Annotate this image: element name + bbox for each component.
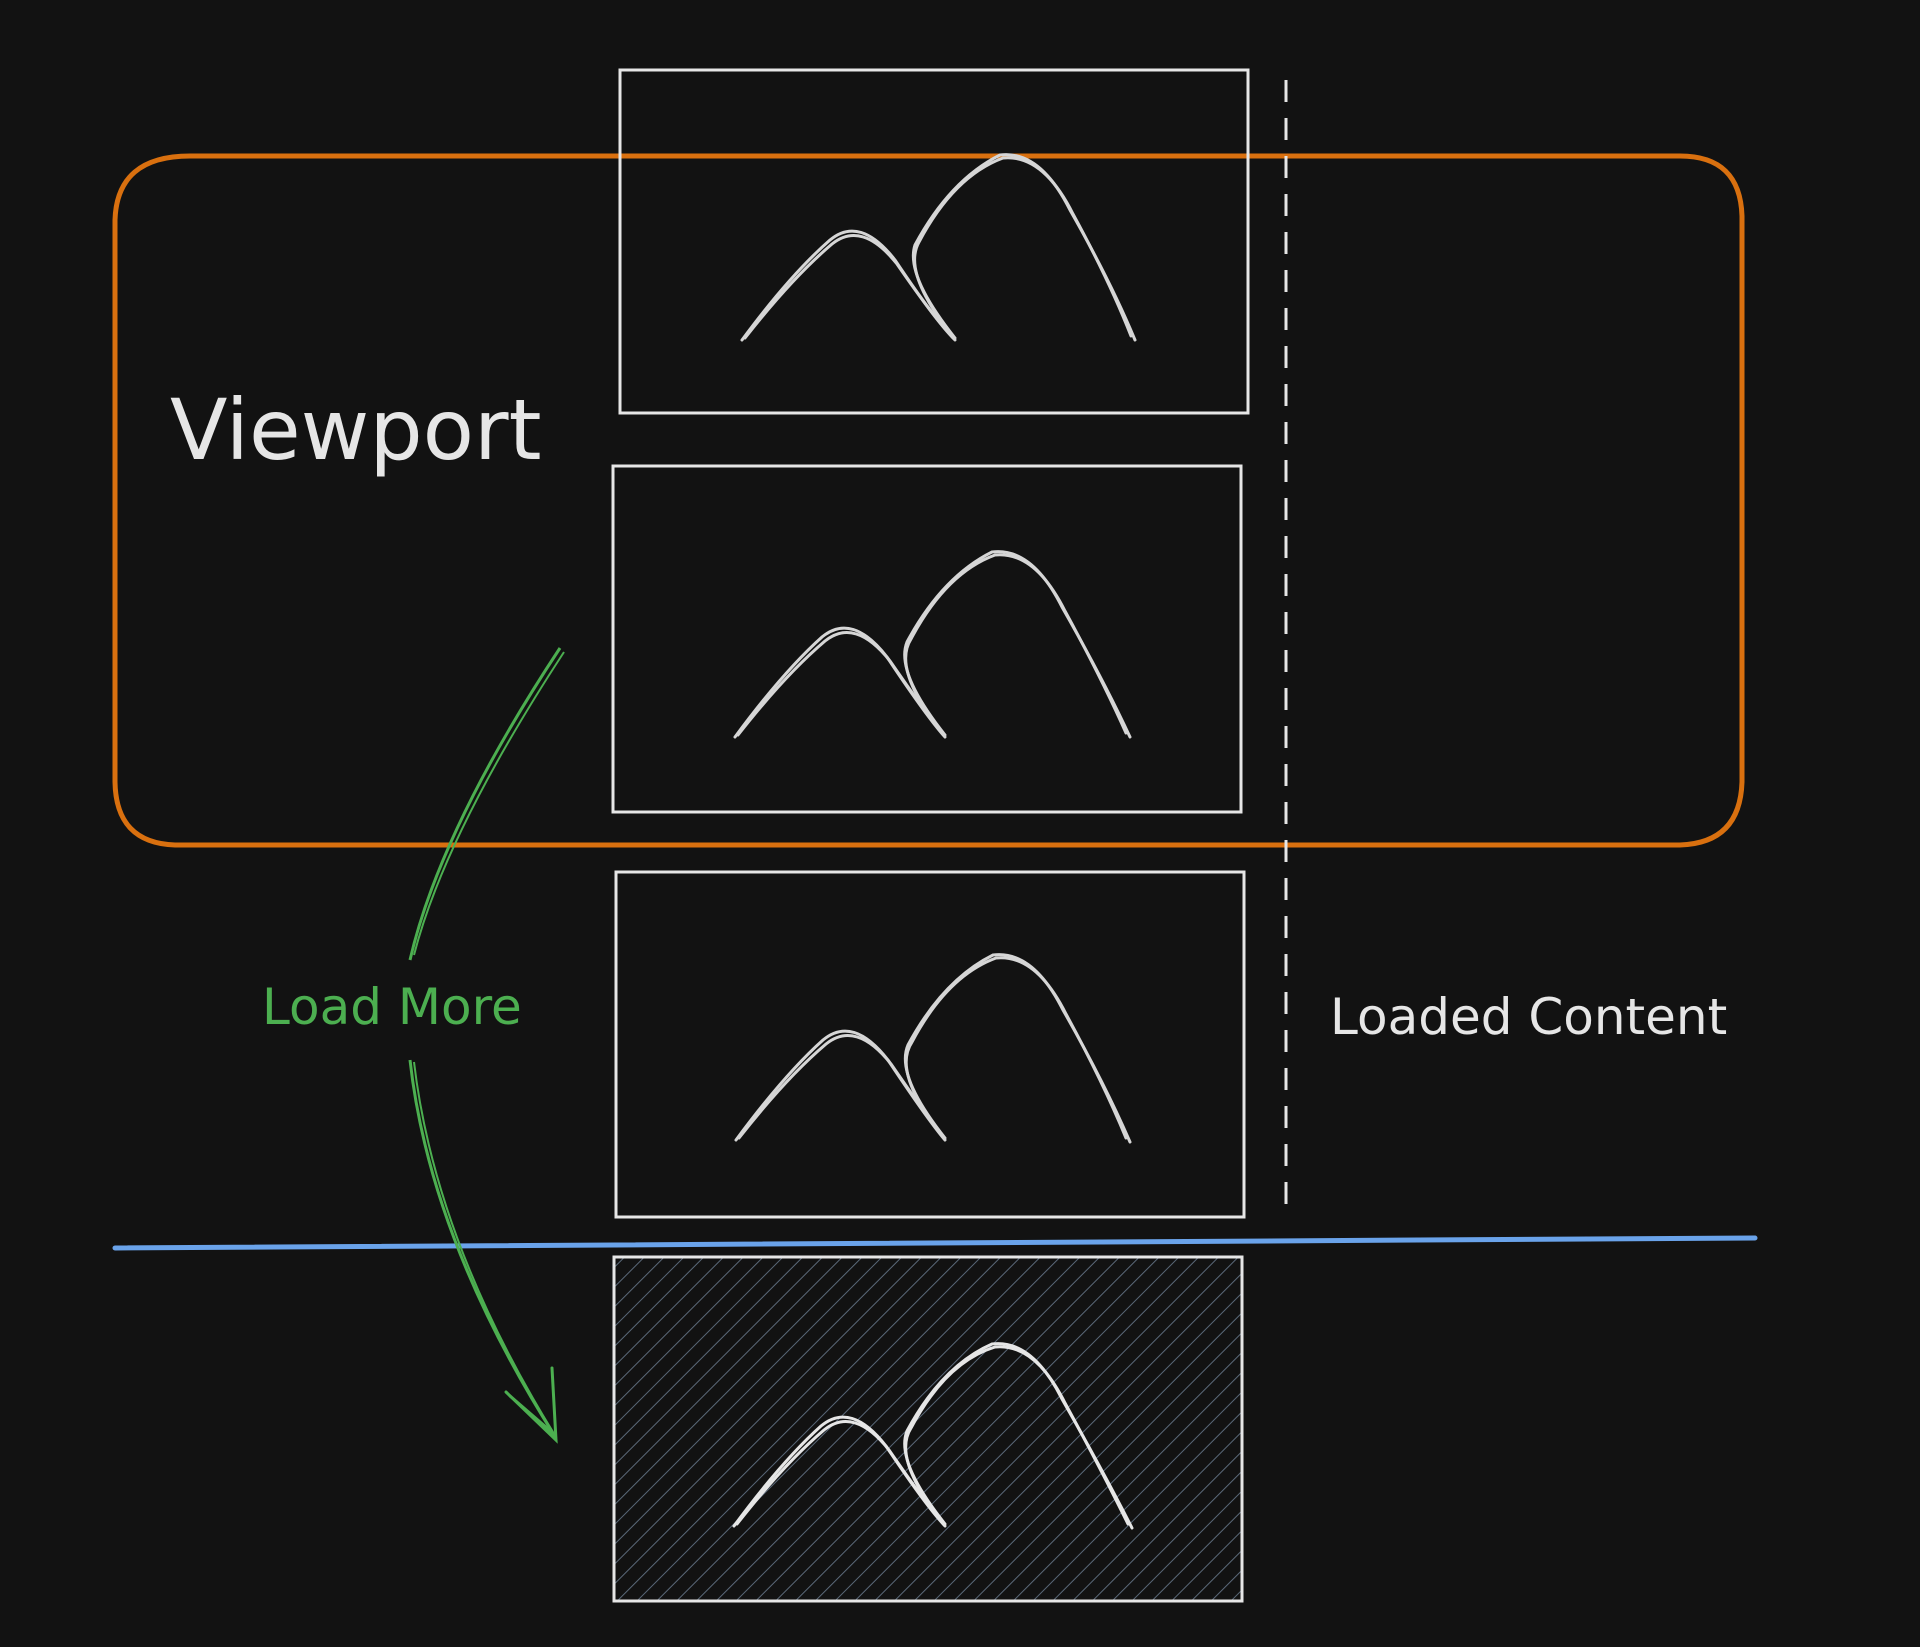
mountain-icon (732, 1342, 1134, 1530)
mountain-icon (740, 153, 1137, 342)
mountain-icon (734, 953, 1132, 1144)
content-card (614, 870, 1246, 1219)
mountain-icon (733, 550, 1132, 739)
load-more-arrow-upper (408, 647, 562, 961)
arrowhead-icon (504, 1366, 558, 1444)
content-card (618, 68, 1250, 415)
loaded-content-label: Loaded Content (1330, 988, 1728, 1046)
viewport-label: Viewport (170, 381, 542, 479)
load-more-label: Load More (262, 978, 522, 1036)
pending-content-card (612, 1255, 1244, 1603)
viewport-frame (112, 153, 1745, 848)
content-card (611, 464, 1243, 814)
load-more-arrow-lower (408, 1059, 558, 1439)
load-threshold-line (112, 1235, 1758, 1251)
